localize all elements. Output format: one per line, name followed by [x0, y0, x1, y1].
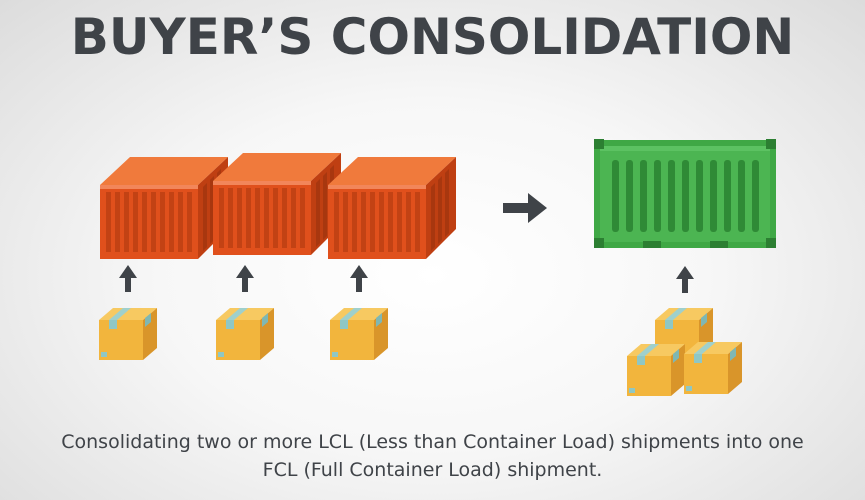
page-title: BUYER’S CONSOLIDATION — [70, 8, 795, 66]
fcl-box-right — [684, 342, 742, 394]
caption-line-2: FCL (Full Container Load) shipment. — [262, 459, 603, 481]
lcl-box-3 — [330, 308, 388, 360]
lcl-box-2 — [216, 308, 274, 360]
caption-line-1: Consolidating two or more LCL (Less than… — [61, 431, 804, 453]
lcl-container-3 — [328, 157, 456, 259]
arrow-up-icon — [236, 265, 254, 292]
caption: Consolidating two or more LCL (Less than… — [0, 428, 865, 484]
lcl-box-1 — [99, 308, 157, 360]
arrow-up-icon — [350, 265, 368, 292]
arrow-right-icon — [503, 193, 547, 223]
lcl-container-1 — [100, 157, 228, 259]
fcl-box-left — [627, 344, 685, 396]
lcl-container-2 — [213, 153, 341, 255]
arrow-up-icon — [119, 265, 137, 292]
fcl-container — [594, 139, 776, 248]
arrow-up-icon — [676, 266, 694, 293]
